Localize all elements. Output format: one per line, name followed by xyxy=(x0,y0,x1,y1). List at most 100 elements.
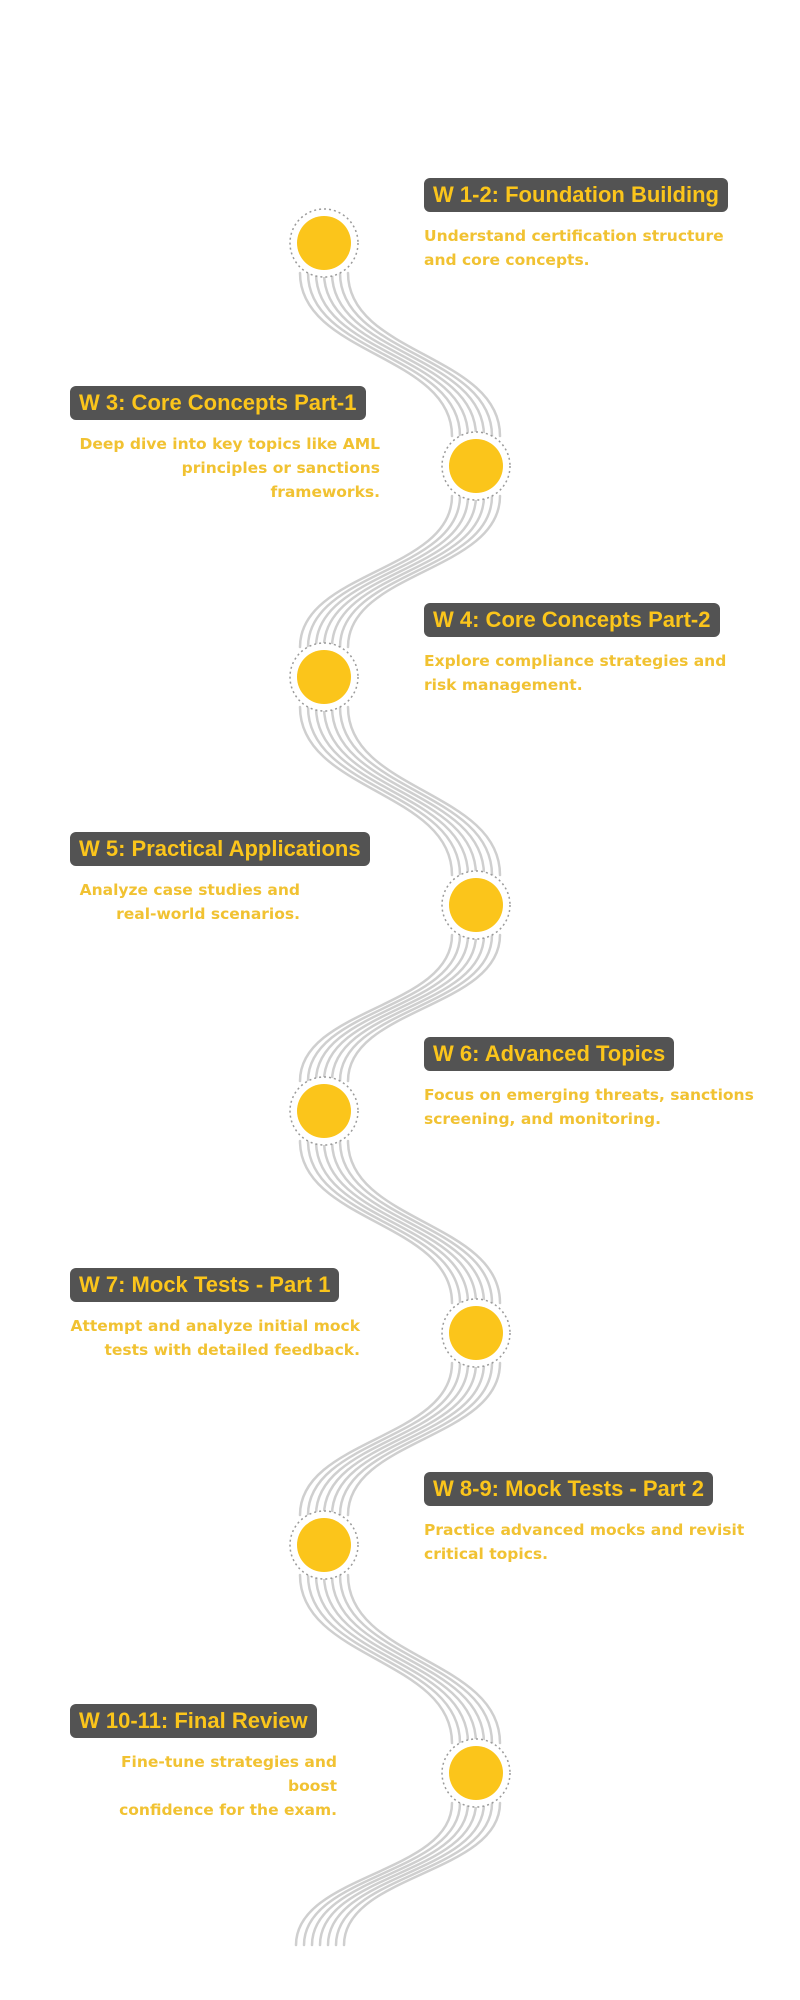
step-title: W 3: Core Concepts Part-1 xyxy=(70,386,366,420)
road-line xyxy=(314,1139,470,1305)
node-dotted-ring xyxy=(441,1738,511,1808)
road-line xyxy=(322,1573,478,1745)
road-line xyxy=(346,1139,502,1305)
milestone-node-1 xyxy=(289,208,359,278)
milestone-node-7 xyxy=(289,1510,359,1580)
step-description: Focus on emerging threats, sanctions scr… xyxy=(424,1086,754,1128)
step-title: W 7: Mock Tests - Part 1 xyxy=(70,1268,340,1302)
road-line xyxy=(330,1573,486,1745)
milestone-node-3 xyxy=(289,642,359,712)
road-line xyxy=(314,933,470,1083)
step-description: Analyze case studies and real-world scen… xyxy=(79,881,300,923)
road-line xyxy=(338,1139,494,1305)
road-line xyxy=(318,1801,478,1947)
road-lines xyxy=(294,271,502,1947)
node-dotted-ring xyxy=(441,870,511,940)
node-dotted-ring xyxy=(289,1076,359,1146)
milestone-node-8 xyxy=(441,1738,511,1808)
milestone-node-6 xyxy=(441,1298,511,1368)
milestone-nodes xyxy=(289,208,511,1808)
road-line xyxy=(346,1573,502,1745)
step-7: W 8-9: Mock Tests - Part 2 Practice adva… xyxy=(424,1472,754,1566)
node-dot xyxy=(449,1306,503,1360)
step-title: W 5: Practical Applications xyxy=(70,832,370,866)
road-line xyxy=(306,705,462,877)
node-dotted-ring xyxy=(289,1510,359,1580)
step-description: Attempt and analyze initial mock tests w… xyxy=(70,1317,360,1359)
road-line xyxy=(338,494,494,649)
road-line xyxy=(314,705,470,877)
road-line xyxy=(330,933,486,1083)
road-line xyxy=(322,271,478,438)
road-line xyxy=(330,1361,486,1517)
road-line xyxy=(330,494,486,649)
road-line xyxy=(322,933,478,1083)
road-line xyxy=(306,1573,462,1745)
node-dotted-ring xyxy=(441,1298,511,1368)
step-title: W 4: Core Concepts Part-2 xyxy=(424,603,720,637)
step-title: W 10-11: Final Review xyxy=(70,1704,317,1738)
road-line xyxy=(306,1139,462,1305)
road-line xyxy=(314,271,470,438)
road-line xyxy=(334,1801,494,1947)
step-6: W 7: Mock Tests - Part 1 Attempt and ana… xyxy=(70,1268,360,1362)
milestone-node-4 xyxy=(441,870,511,940)
road-line xyxy=(330,705,486,877)
road-line xyxy=(298,494,454,649)
road-line xyxy=(298,1139,454,1305)
node-dot xyxy=(449,439,503,493)
road-line xyxy=(330,1139,486,1305)
step-description: Explore compliance strategies and risk m… xyxy=(424,652,727,694)
node-dot xyxy=(297,650,351,704)
node-dot xyxy=(297,216,351,270)
step-title: W 1-2: Foundation Building xyxy=(424,178,728,212)
step-2: W 3: Core Concepts Part-1 Deep dive into… xyxy=(70,386,380,504)
step-4: W 5: Practical Applications Analyze case… xyxy=(70,832,370,926)
step-3: W 4: Core Concepts Part-2 Explore compli… xyxy=(424,603,754,697)
node-dot xyxy=(297,1084,351,1138)
road-line xyxy=(306,933,462,1083)
step-title: W 6: Advanced Topics xyxy=(424,1037,675,1071)
milestone-node-2 xyxy=(441,431,511,501)
road-line xyxy=(322,494,478,649)
road-line xyxy=(322,1361,478,1517)
node-dot xyxy=(297,1518,351,1572)
road-line xyxy=(342,1801,502,1947)
road-line xyxy=(302,1801,462,1947)
road-line xyxy=(326,1801,486,1947)
step-title: W 8-9: Mock Tests - Part 2 xyxy=(424,1472,713,1506)
road-line xyxy=(338,1573,494,1745)
step-1: W 1-2: Foundation Building Understand ce… xyxy=(424,178,754,272)
road-line xyxy=(338,933,494,1083)
node-dot xyxy=(449,1746,503,1800)
node-dotted-ring xyxy=(289,642,359,712)
road-line xyxy=(322,1139,478,1305)
step-8: W 10-11: Final Review Fine-tune strategi… xyxy=(70,1704,337,1822)
road-line xyxy=(314,494,470,649)
road-line xyxy=(306,271,462,438)
road-line xyxy=(298,1573,454,1745)
milestone-node-5 xyxy=(289,1076,359,1146)
road-line xyxy=(346,494,502,649)
road-line xyxy=(338,271,494,438)
road-line xyxy=(306,494,462,649)
node-dotted-ring xyxy=(289,208,359,278)
road-line xyxy=(330,271,486,438)
step-description: Fine-tune strategies and boost confidenc… xyxy=(119,1753,337,1819)
step-description: Practice advanced mocks and revisit crit… xyxy=(424,1521,745,1563)
step-description: Understand certification structure and c… xyxy=(424,227,724,269)
road-line xyxy=(310,1801,470,1947)
road-line xyxy=(298,705,454,877)
step-5: W 6: Advanced Topics Focus on emerging t… xyxy=(424,1037,754,1131)
road-line xyxy=(346,1361,502,1517)
step-description: Deep dive into key topics like AML princ… xyxy=(79,435,380,501)
road-line xyxy=(294,1801,454,1947)
road-line xyxy=(346,705,502,877)
road-line xyxy=(298,933,454,1083)
node-dot xyxy=(449,878,503,932)
road-line xyxy=(314,1361,470,1517)
road-line xyxy=(338,705,494,877)
road-line xyxy=(338,1361,494,1517)
